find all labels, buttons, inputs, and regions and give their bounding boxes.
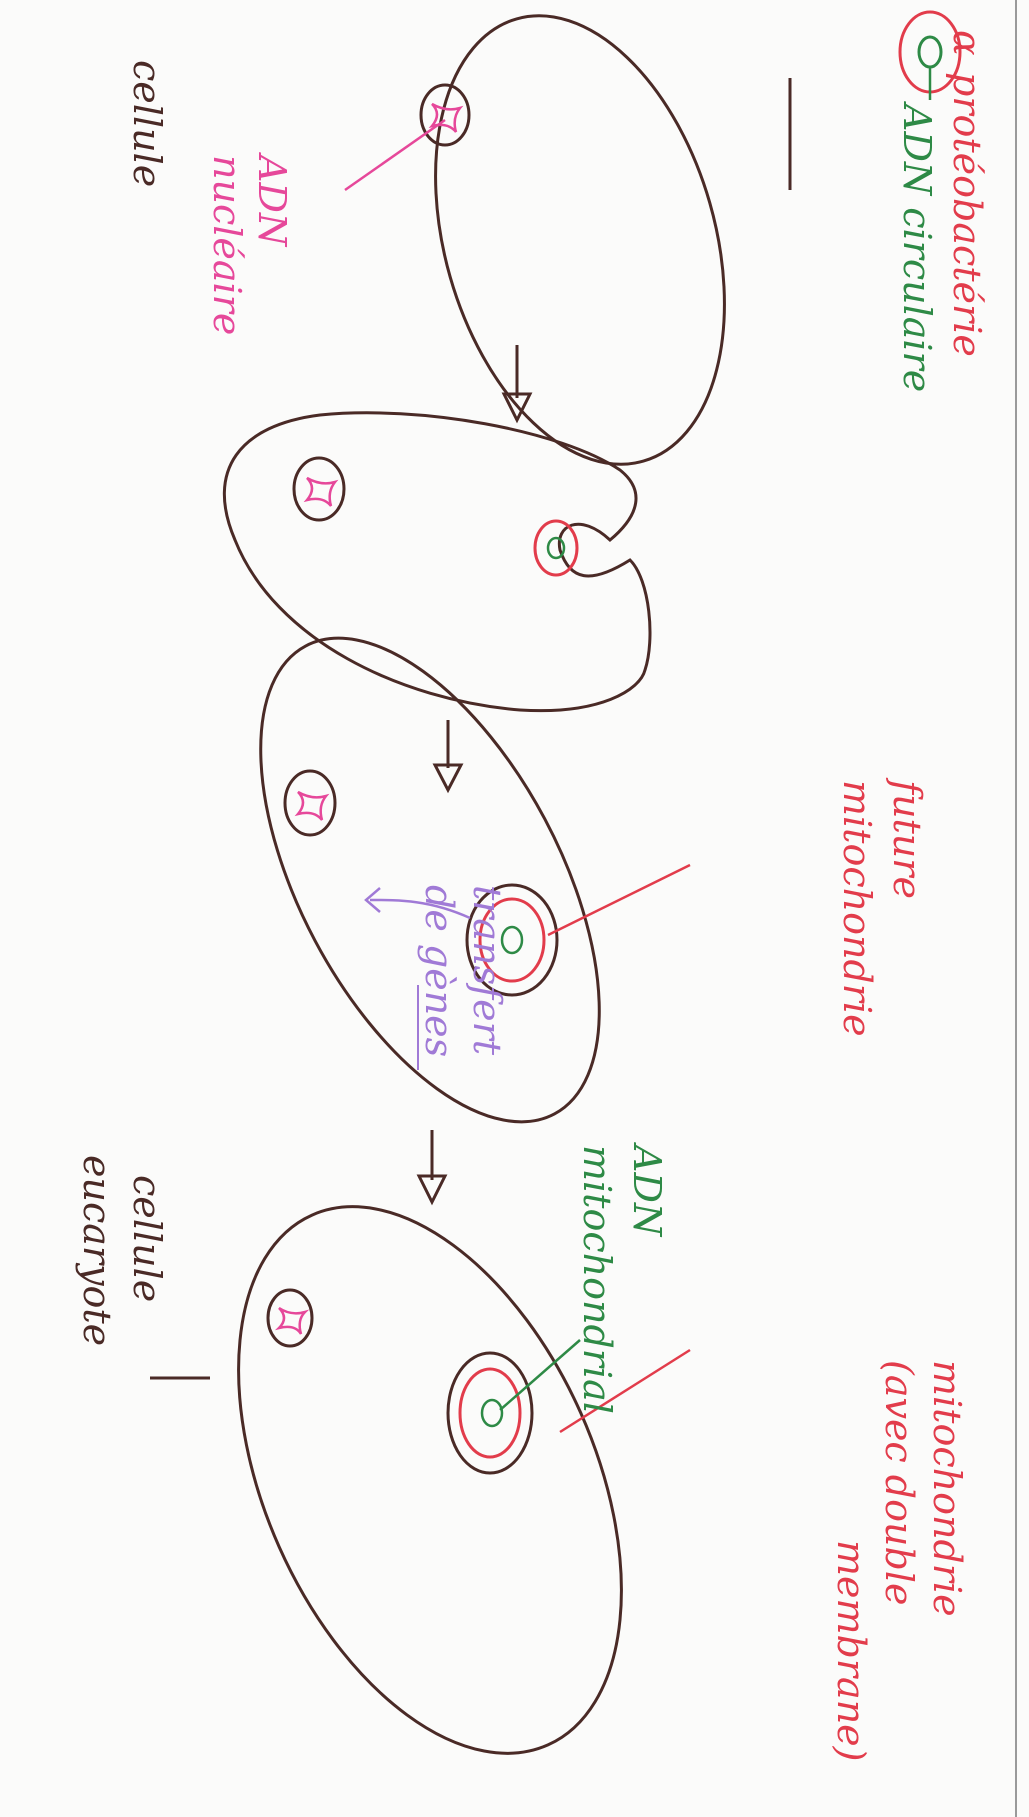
proteobacteria-label: protéobactérie (945, 72, 989, 357)
nuclear-dna-label-line-1: ADN (250, 155, 294, 247)
mitochondrion-pointer (559, 1348, 691, 1434)
gene-transfer-label-line-1: transfert (465, 885, 509, 1056)
cell-step-1 (419, 14, 726, 466)
mitochondrion-label-line-2: (avec double (877, 1360, 921, 1606)
future-mito-pointer (547, 863, 691, 937)
arrow-step-2 (432, 720, 464, 794)
gene-transfer-arrow (369, 898, 471, 920)
cell-label: cellule (125, 60, 169, 188)
nucleus-step-1 (419, 83, 471, 147)
cell-step-4 (237, 1205, 623, 1755)
mitochondrion-inner-membrane (458, 1367, 522, 1459)
nuclear-dna-pointer (344, 118, 446, 192)
gene-transfer-label-line-2: de gènes (417, 885, 461, 1058)
nuclear-dna-step-4 (274, 1306, 310, 1335)
eukaryotic-cell-label-line-2: eucaryote (75, 1155, 119, 1347)
arrow-step-1 (501, 345, 533, 424)
vesicle-step-3 (465, 883, 559, 997)
circular-dna-step-2 (546, 536, 566, 560)
nuclear-dna-label-line-2: nucléaire (205, 155, 249, 336)
cell-step-2 (222, 411, 652, 713)
nuclear-dna-step-1 (428, 102, 464, 133)
mito-dna-label-line-2: mitochondrial (575, 1145, 619, 1414)
nuclear-dna-step-2 (303, 476, 339, 507)
nucleus-step-2 (292, 456, 346, 522)
eukaryotic-cell-label-line-1: cellule (125, 1175, 169, 1303)
future-mito-label-line-2: mitochondrie (835, 780, 879, 1037)
mito-dna-label-line-1: ADN (625, 1145, 669, 1237)
nucleus-step-3 (283, 769, 337, 837)
mitochondrial-dna (480, 1398, 504, 1428)
bacterium-step-2 (533, 519, 579, 577)
circular-dna-label: ADN circulaire (895, 104, 939, 393)
gene-transfer-arrowhead (364, 887, 381, 913)
mitochondrion-label-line-3: membrane) (829, 1540, 873, 1762)
future-mito-label-line-1: future (885, 780, 929, 899)
future-mitochondrion (478, 897, 546, 983)
arrow-step-3 (416, 1130, 448, 1206)
nucleus-step-4 (266, 1288, 314, 1348)
circular-dna-step-3 (500, 925, 524, 955)
mitochondrion-outer-membrane (446, 1351, 534, 1475)
alpha-symbol: α (945, 30, 989, 56)
mito-dna-pointer (499, 1339, 581, 1411)
mitochondrion-label-line-1: mitochondrie (925, 1360, 969, 1617)
nuclear-dna-step-3 (294, 790, 330, 821)
cell-step-3 (259, 636, 601, 1124)
